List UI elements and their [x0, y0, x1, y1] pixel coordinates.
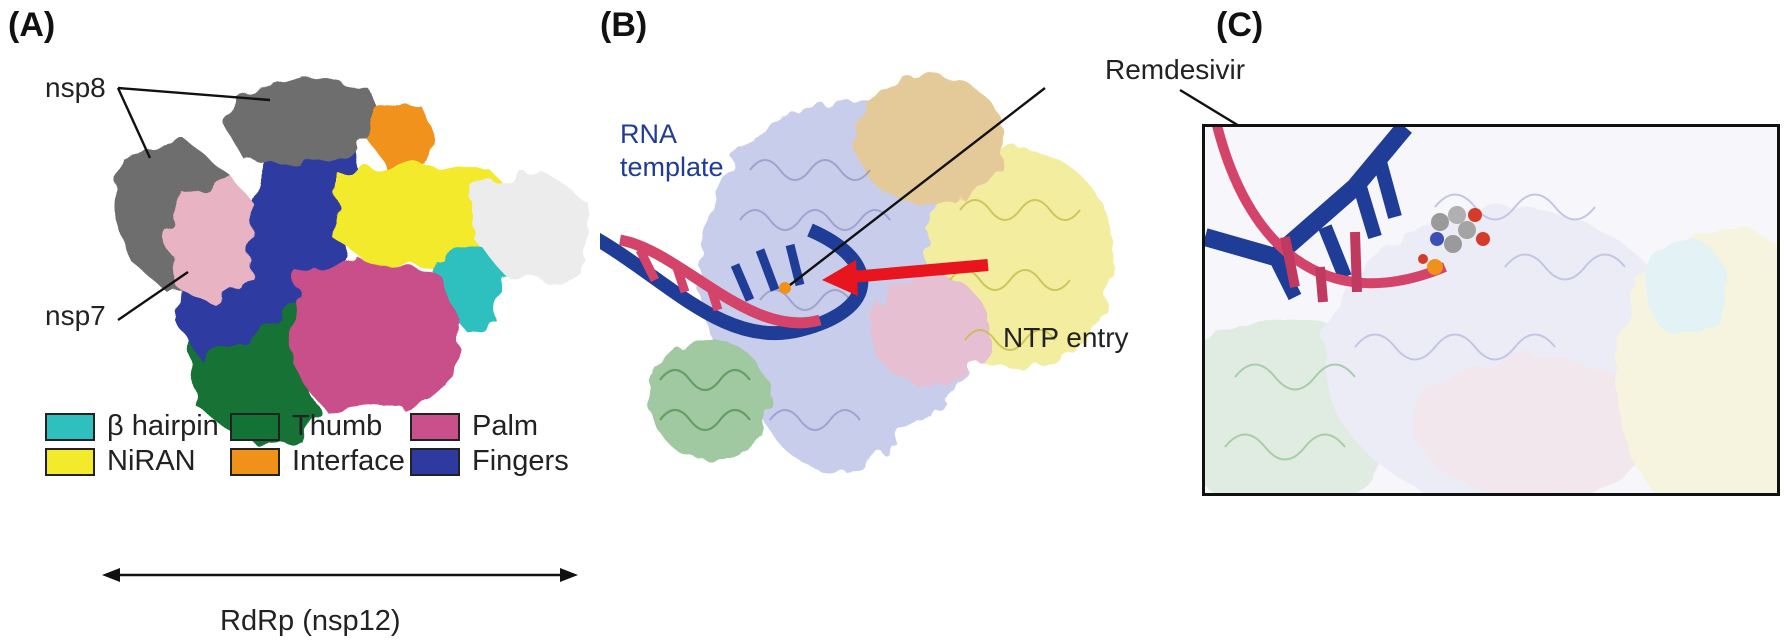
legend-label: Thumb	[292, 410, 383, 442]
legend-swatch	[230, 412, 280, 441]
nsp7-label: nsp7	[45, 300, 106, 331]
legend-label: NiRAN	[107, 445, 196, 477]
palm-ribbon	[870, 275, 990, 385]
legend-item: NiRAN	[45, 445, 196, 478]
rna-template-label-line2: template	[620, 152, 724, 182]
panel-c-zoom-frame	[1202, 124, 1780, 496]
nsp8-callout-lines	[116, 86, 271, 159]
legend-item: Thumb	[230, 410, 382, 443]
rdrp-span-label: RdRp (nsp12)	[220, 605, 401, 637]
ntp-entry-arrow-shaft	[839, 259, 989, 284]
nsp8-label: nsp8	[45, 72, 106, 103]
panel-a-label: (A)	[8, 6, 56, 44]
rna-template-label: RNA template	[620, 118, 724, 184]
legend-swatch	[410, 447, 460, 476]
rdrp-span-arrow	[102, 568, 578, 582]
white-region	[470, 170, 590, 285]
legend-swatch	[410, 412, 460, 441]
interface-ribbon	[855, 75, 1005, 205]
legend-label: Fingers	[472, 445, 569, 477]
nsp7-callout-line	[117, 271, 189, 321]
panel-a-surface	[115, 75, 590, 445]
legend-item: Palm	[410, 410, 538, 443]
fingers-domain	[175, 125, 365, 360]
ntp-entry-arrow-head	[822, 260, 858, 296]
panel-b-label: (B)	[600, 6, 648, 44]
ntp-entry-label: NTP entry	[1003, 322, 1129, 353]
legend-item: β hairpin	[45, 410, 219, 443]
legend-label: Interface	[292, 445, 405, 477]
nsp8-top	[225, 75, 385, 165]
interface-domain	[368, 100, 435, 170]
nsp7-domain	[170, 175, 255, 300]
remdesivir-label: Remdesivir	[1105, 54, 1246, 85]
remdesivir-molecule	[1418, 206, 1490, 275]
legend-label: β hairpin	[107, 410, 219, 442]
legend-swatch	[45, 412, 95, 441]
remdesivir-marker	[779, 282, 791, 294]
legend-swatch	[45, 447, 95, 476]
legend-swatch	[230, 447, 280, 476]
panel-c-zoom	[1205, 127, 1777, 493]
legend-item: Interface	[230, 445, 405, 478]
legend-label: Palm	[472, 410, 539, 442]
palm-domain	[290, 260, 460, 410]
thumb-ribbon	[650, 340, 770, 460]
panel-b-ribbon	[600, 75, 1115, 470]
panel-c-label: (C)	[1216, 6, 1264, 44]
remdesivir-pointer-b	[789, 87, 1046, 286]
rna-template-label-line1: RNA	[620, 119, 678, 149]
legend-item: Fingers	[410, 445, 569, 478]
